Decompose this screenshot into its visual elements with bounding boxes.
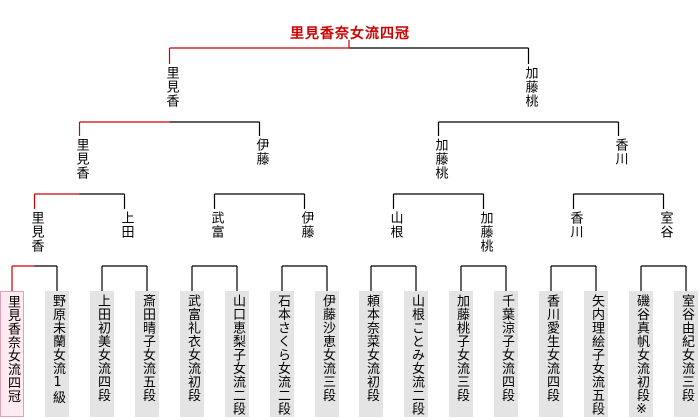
player-name: 斎田晴子女流五段 <box>140 294 155 402</box>
round1-winner-label: 加藤桃 <box>477 211 493 253</box>
player-box: 伊藤沙恵女流三段 <box>315 291 339 417</box>
player-name: 加藤桃子女流三段 <box>454 294 469 402</box>
quarterfinal-winner-label: 加藤桃 <box>432 138 448 180</box>
player-box: 上田初美女流四段 <box>90 291 114 417</box>
player-box: 石本さくら女流二段 <box>270 291 294 417</box>
round1-winner-label: 武富 <box>208 211 224 239</box>
round1-winner-label: 香川 <box>567 211 583 239</box>
player-box: 加藤桃子女流三段 <box>449 291 473 417</box>
round1-winner-label: 里見香 <box>28 211 44 253</box>
player-box: 磯谷真帆女流初段※ <box>629 291 653 418</box>
player-box: 矢内理絵子女流五段 <box>584 291 608 417</box>
round1-winner-label: 室谷 <box>657 211 673 239</box>
semifinal-winner-label: 加藤桃 <box>522 66 538 108</box>
player-name: 里見香奈女流四冠 <box>5 295 20 403</box>
quarterfinal-winner-label: 伊藤 <box>253 138 269 166</box>
player-box: 山根ことみ女流二段 <box>404 291 428 417</box>
player-name: 石本さくら女流二段 <box>275 294 290 416</box>
semifinal-winner-label: 里見香 <box>163 66 179 108</box>
player-box: 武富礼衣女流初段 <box>180 291 204 417</box>
player-box: 里見香奈女流四冠 <box>0 291 24 417</box>
player-box: 野原未蘭女流1級 <box>45 291 69 417</box>
player-name: 山根ことみ女流二段 <box>409 294 424 416</box>
player-name: 野原未蘭女流1級 <box>50 294 65 404</box>
quarterfinal-winner-label: 香川 <box>612 138 628 166</box>
player-box: 山口恵梨子女流二段 <box>225 291 249 417</box>
player-name: 香川愛生女流四段 <box>544 294 559 402</box>
player-name: 室谷由紀女流三段 <box>679 294 694 402</box>
player-box: 香川愛生女流四段 <box>539 291 563 417</box>
player-name: 山口恵梨子女流二段 <box>230 294 245 416</box>
player-name: 千葉涼子女流四段 <box>499 294 514 402</box>
champion-label: 里見香奈女流四冠 <box>290 26 410 42</box>
round1-winner-label: 上田 <box>118 211 134 239</box>
player-name: 上田初美女流四段 <box>95 294 110 402</box>
player-box: 頼本奈菜女流初段 <box>359 291 383 417</box>
round1-winner-label: 伊藤 <box>298 211 314 239</box>
player-name: 頼本奈菜女流初段 <box>364 294 379 402</box>
player-box: 斎田晴子女流五段 <box>135 291 159 417</box>
player-name: 矢内理絵子女流五段 <box>589 294 604 416</box>
player-name: 伊藤沙恵女流三段 <box>320 294 335 402</box>
player-name: 磯谷真帆女流初段※ <box>634 294 649 418</box>
round1-winner-label: 山根 <box>387 211 403 239</box>
player-box: 室谷由紀女流三段 <box>674 291 698 417</box>
quarterfinal-winner-label: 里見香 <box>73 138 89 180</box>
player-box: 千葉涼子女流四段 <box>494 291 518 417</box>
player-name: 武富礼衣女流初段 <box>185 294 200 402</box>
